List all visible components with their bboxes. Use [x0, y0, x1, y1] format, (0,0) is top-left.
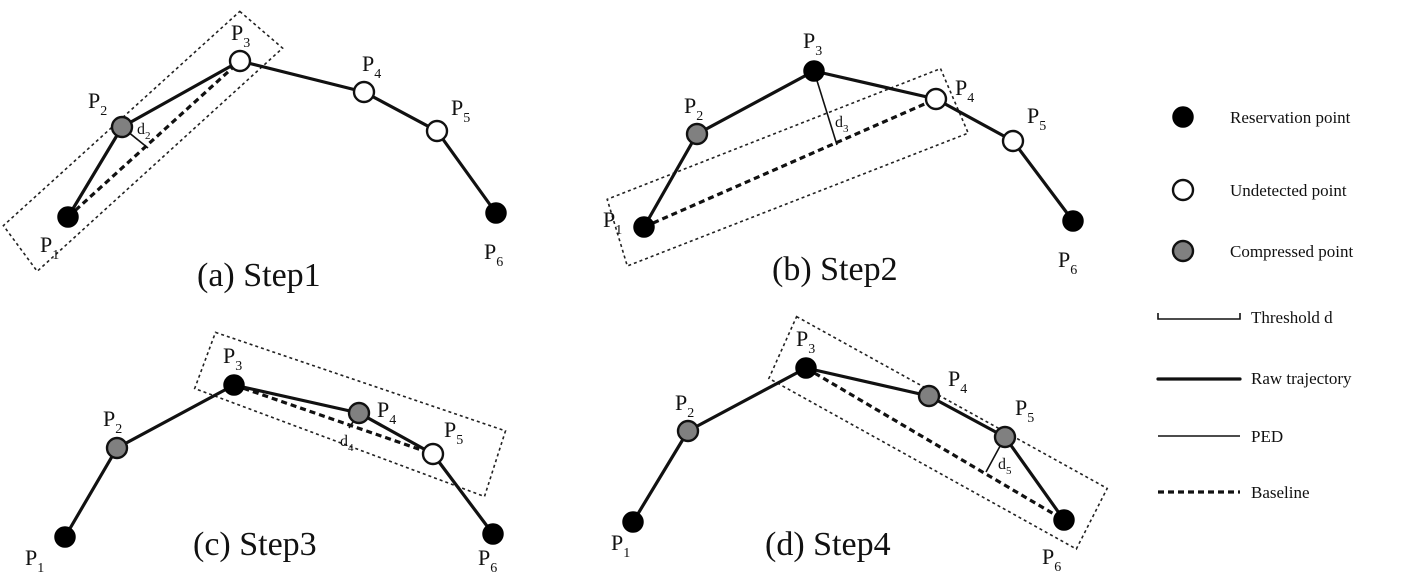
point-p3 [795, 357, 817, 379]
label-p1: P1 [25, 545, 44, 576]
point-p6 [482, 523, 504, 545]
raw-trajectory [631, 366, 1066, 524]
label-p3: P3 [231, 20, 250, 51]
raw-trajectory [66, 59, 498, 219]
panel-caption: (a) Step1 [197, 257, 321, 294]
label-distance: d5 [998, 456, 1012, 477]
baseline [66, 59, 242, 219]
raw-trajectory [63, 383, 495, 539]
point-p4 [917, 384, 941, 408]
point-p1 [622, 511, 644, 533]
compressed-point-icon [1171, 239, 1195, 263]
label-p1: P1 [40, 232, 59, 263]
point-p6 [485, 202, 507, 224]
label-p3: P3 [796, 326, 815, 357]
baseline [233, 383, 434, 456]
legend-item-compressed: Compressed point [1171, 239, 1354, 263]
label-p5: P5 [444, 417, 463, 448]
label-p4: P4 [377, 397, 396, 428]
threshold-bracket-icon [1157, 313, 1241, 320]
label-distance: d4 [340, 433, 354, 454]
legend-label-undetected: Undetected point [1230, 181, 1347, 200]
label-p2: P2 [675, 390, 694, 421]
label-p6: P6 [1058, 247, 1077, 278]
label-p2: P2 [684, 93, 703, 124]
label-p4: P4 [948, 366, 967, 397]
point-p2 [676, 419, 700, 443]
panel-caption: (c) Step3 [193, 526, 317, 563]
legend-item-ped: PED [1158, 427, 1283, 446]
label-p5: P5 [1015, 395, 1034, 426]
legend-item-threshold: Threshold d [1157, 308, 1333, 327]
legend-item-baseline: Baseline [1158, 483, 1310, 502]
legend-label-baseline: Baseline [1251, 483, 1310, 502]
label-p1: P1 [611, 530, 630, 561]
point-p5 [993, 425, 1017, 449]
label-p6: P6 [484, 239, 503, 270]
point-p1 [57, 206, 79, 228]
legend-label-reservation: Reservation point [1230, 108, 1351, 127]
search-window-box [606, 67, 970, 268]
legend-label-raw: Raw trajectory [1251, 369, 1352, 388]
legend-item-undetected: Undetected point [1171, 178, 1347, 202]
point-p6 [1062, 210, 1084, 232]
label-p3: P3 [223, 343, 242, 374]
label-p2: P2 [103, 406, 122, 437]
point-p1 [54, 526, 76, 548]
baseline [643, 97, 937, 229]
panel-c: P1 P2 P3 P4 P5 P6 d4 (c) Step3 [25, 331, 507, 576]
panel-a: P1 P2 P3 P4 P5 P6 d2 (a) Step1 [2, 10, 507, 294]
point-p2 [685, 122, 709, 146]
point-p3 [803, 60, 825, 82]
legend-label-threshold: Threshold d [1251, 308, 1333, 327]
undetected-point-icon [1171, 178, 1195, 202]
panel-b: P1 P2 P3 P4 P5 P6 d3 (b) Step2 [603, 28, 1084, 288]
legend-label-compressed: Compressed point [1230, 242, 1354, 261]
label-p5: P5 [451, 95, 470, 126]
point-p2 [105, 436, 129, 460]
point-p2 [110, 115, 134, 139]
panel-d: P1 P2 P3 P4 P5 P6 d5 (d) Step4 [611, 315, 1109, 575]
search-window-box [2, 10, 284, 273]
point-p1 [633, 216, 655, 238]
label-p3: P3 [803, 28, 822, 59]
point-p3 [228, 49, 252, 73]
ped-line [813, 70, 838, 146]
panel-caption: (b) Step2 [772, 251, 898, 288]
reservation-point-icon [1172, 106, 1194, 128]
label-p6: P6 [1042, 544, 1061, 575]
point-p6 [1053, 509, 1075, 531]
point-p4 [352, 80, 376, 104]
legend: Reservation point Undetected point Compr… [1156, 106, 1354, 502]
search-window-box [193, 331, 507, 498]
legend-item-reservation: Reservation point [1172, 106, 1351, 128]
label-p4: P4 [955, 75, 974, 106]
point-p4 [924, 87, 948, 111]
point-p5 [421, 442, 445, 466]
legend-item-raw: Raw trajectory [1156, 369, 1352, 388]
label-distance: d3 [835, 114, 849, 135]
label-p6: P6 [478, 545, 497, 576]
panel-caption: (d) Step4 [765, 526, 891, 563]
label-p2: P2 [88, 88, 107, 119]
label-p4: P4 [362, 51, 381, 82]
raw-trajectory [642, 69, 1075, 229]
legend-label-ped: PED [1251, 427, 1283, 446]
label-p1: P1 [603, 207, 622, 238]
point-p3 [223, 374, 245, 396]
label-distance: d2 [137, 121, 151, 142]
point-p4 [347, 401, 371, 425]
point-p5 [425, 119, 449, 143]
point-p5 [1001, 129, 1025, 153]
label-p5: P5 [1027, 103, 1046, 134]
